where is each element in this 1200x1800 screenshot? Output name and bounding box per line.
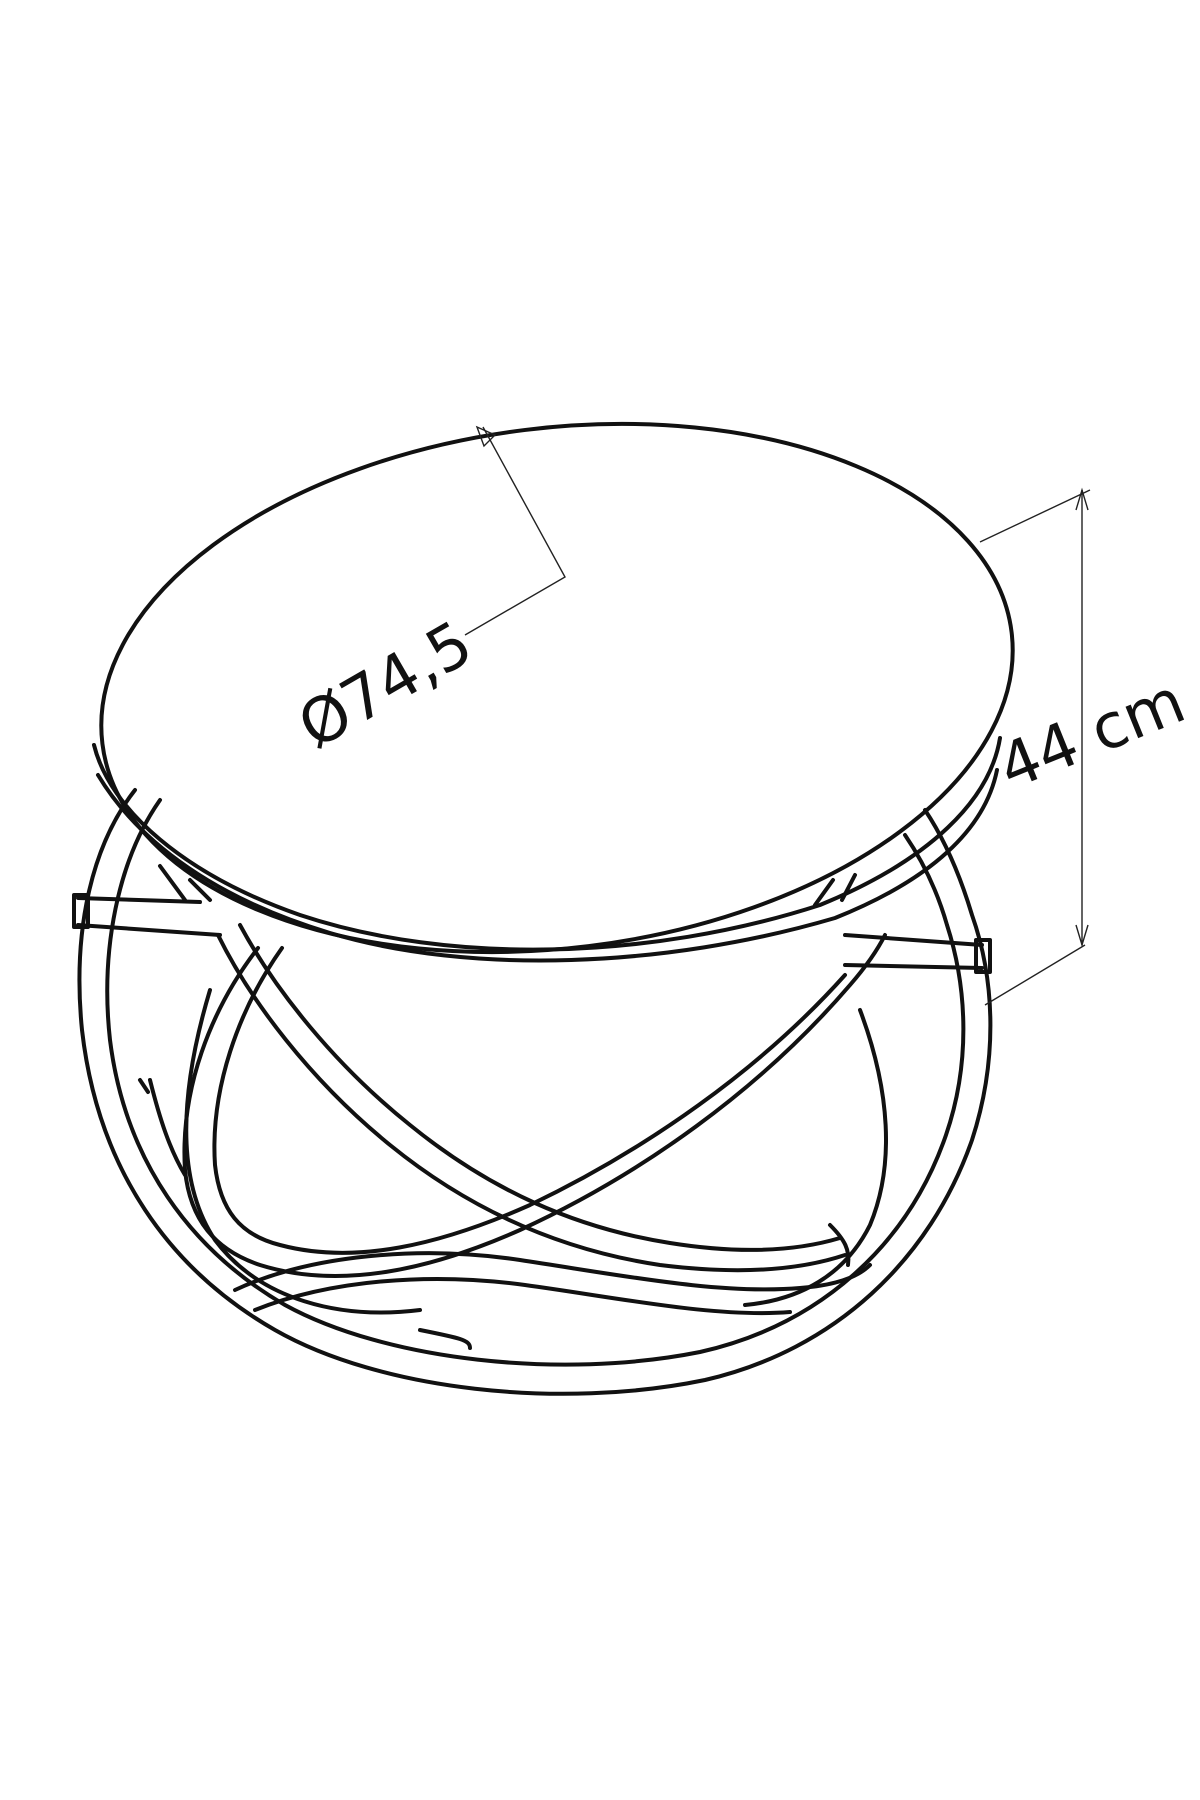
- table-top: [92, 421, 1015, 963]
- diameter-leader: [464, 425, 566, 636]
- base-outer-ring: [77, 788, 993, 1396]
- interwoven-arcs: [138, 923, 889, 1350]
- upper-tabs: [158, 864, 857, 907]
- height-dimension: [979, 487, 1091, 1006]
- height-label: 44 cm: [988, 664, 1194, 804]
- diameter-label: Ø74,5: [286, 606, 484, 763]
